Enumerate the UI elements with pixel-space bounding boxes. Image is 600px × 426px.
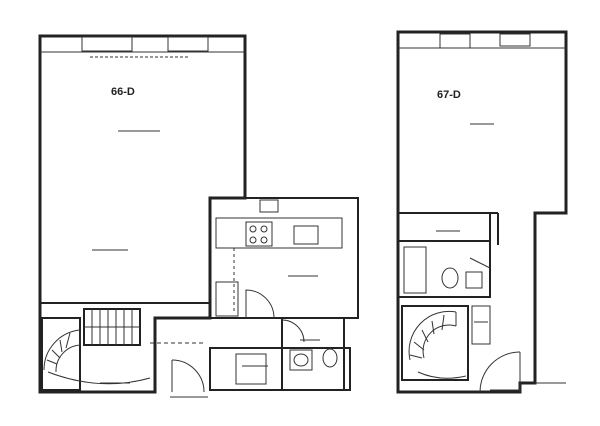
kitchen-sink [293, 225, 319, 245]
closet-small [471, 305, 491, 345]
unit-67-d-plan [396, 30, 568, 394]
bath-sink [289, 349, 313, 371]
kitchen-window [259, 199, 279, 213]
window [439, 33, 471, 49]
bathtub [403, 246, 427, 294]
kitchen [209, 197, 359, 319]
refrigerator [215, 281, 239, 317]
bathroom [397, 240, 491, 298]
unit-66-d-plan [38, 34, 359, 398]
window [167, 36, 209, 52]
bath-fixture [235, 353, 267, 385]
toilet [441, 267, 459, 289]
window [81, 36, 133, 52]
bath-sink [465, 271, 483, 289]
kitchen-counter [215, 217, 343, 249]
entry-door [479, 351, 521, 393]
spiral-staircase [401, 305, 469, 381]
entry-door [171, 359, 205, 393]
stove [245, 221, 273, 247]
unit-label-66-d: 66-D [111, 86, 135, 98]
unit-66-d-outer-wall [38, 34, 247, 394]
spiral-staircase [41, 317, 151, 391]
staircase-treads [83, 308, 141, 346]
window [499, 33, 531, 47]
unit-label-67-d: 67-D [437, 89, 461, 101]
toilet [322, 348, 338, 368]
closet [397, 212, 491, 242]
bathroom [209, 317, 351, 391]
